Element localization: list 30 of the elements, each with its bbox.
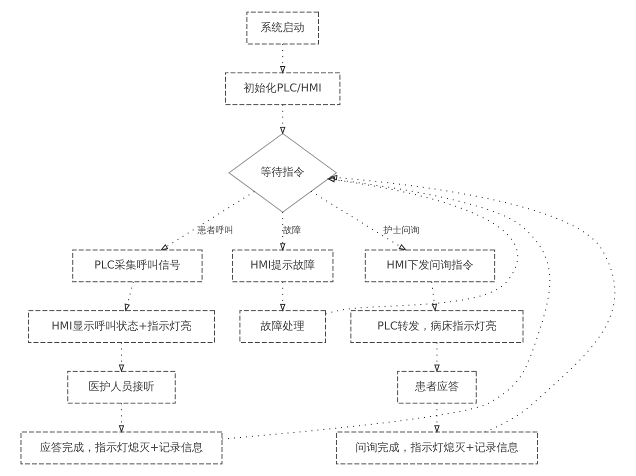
node-box: 初始化PLC/HMI (224, 72, 340, 106)
node-box: 患者应答 (397, 370, 477, 404)
node-box: 医护人员接听 (67, 370, 176, 404)
edge-label: 患者呼叫 (198, 226, 234, 236)
arrow (329, 174, 616, 432)
edge-label: 故障 (283, 226, 302, 236)
node-box: HMI下发问询指令 (364, 249, 496, 282)
node-box: 问询完成，指示灯熄灭+记录信息 (336, 432, 538, 464)
arrow (160, 191, 255, 251)
arrow (280, 281, 286, 312)
node-box: HMI提示故障 (232, 249, 334, 282)
arrow (118, 342, 124, 372)
arrow (222, 176, 550, 440)
node-box: PLC转发，病床指示灯亮 (350, 310, 524, 343)
arrow (118, 402, 124, 434)
arrow (280, 212, 286, 252)
arrow (124, 281, 134, 312)
node-box: 应答完成，指示灯熄灭+记录信息 (20, 432, 222, 464)
arrow (325, 177, 518, 314)
node-box: PLC采集呼叫信号 (72, 249, 203, 282)
arrow (434, 402, 440, 434)
arrow (431, 281, 438, 312)
arrow (280, 44, 286, 74)
node-box: HMI显示呼叫状态+指示灯亮 (28, 310, 216, 343)
node-box: 故障处理 (239, 310, 326, 343)
arrow (434, 342, 440, 372)
edge-label: 护士问询 (384, 226, 420, 236)
node-box: 系统启动 (246, 12, 320, 44)
arrow (280, 104, 286, 135)
arrow (310, 190, 407, 251)
